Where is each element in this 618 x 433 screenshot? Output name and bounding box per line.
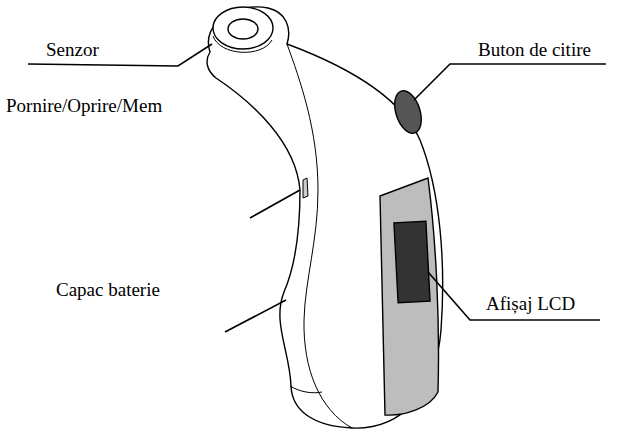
- part-label: Capac baterie: [56, 280, 160, 301]
- part-label: Pornire/Oprire/Mem: [6, 96, 162, 117]
- leader-line: [414, 64, 606, 100]
- lcd-panel: [380, 178, 439, 415]
- sensor-collar: [213, 36, 272, 52]
- part-label: Buton de citire: [478, 40, 591, 61]
- sensor-ring: [213, 7, 273, 49]
- power-button: [303, 178, 308, 198]
- leader-line: [250, 190, 300, 218]
- read-button: [390, 87, 426, 136]
- device-body: [207, 7, 443, 428]
- sensor-lens: [228, 19, 258, 39]
- battery-cover-seam: [290, 386, 322, 393]
- part-label: Afișaj LCD: [486, 294, 575, 315]
- leader-line: [428, 272, 600, 320]
- body-edge-line: [287, 44, 352, 428]
- leader-line: [225, 300, 286, 332]
- lcd-screen: [394, 221, 430, 303]
- part-label: Senzor: [46, 40, 99, 61]
